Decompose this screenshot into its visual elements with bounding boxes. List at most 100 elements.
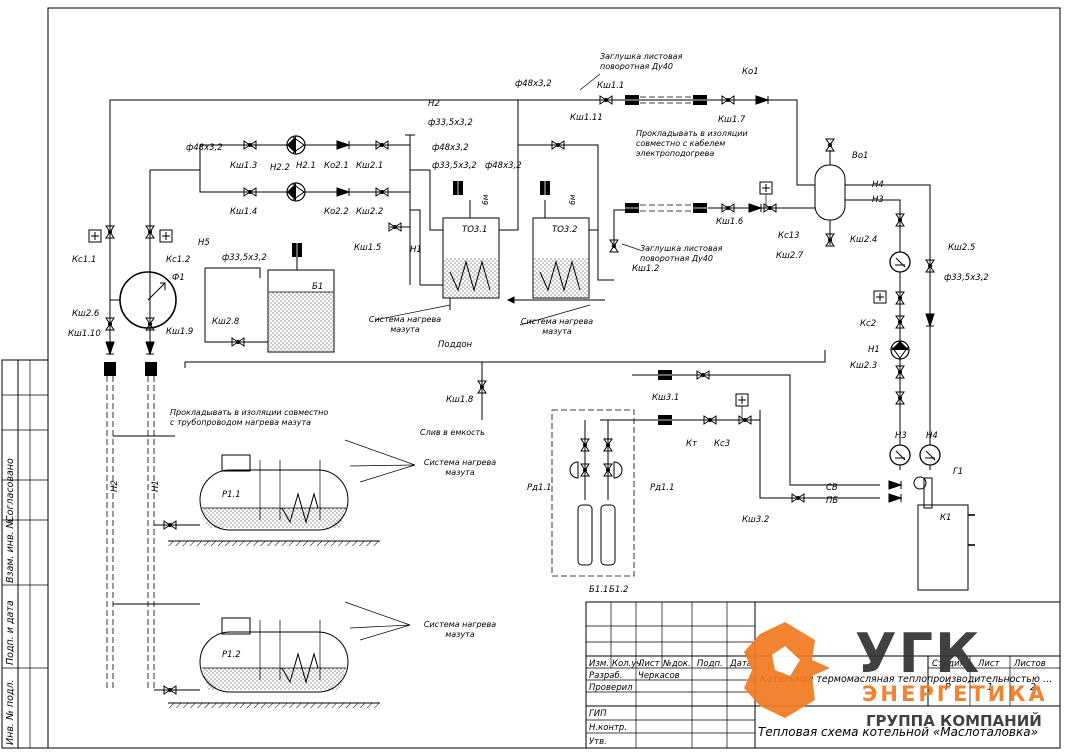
rev-koluch: Кол.уч. [612,659,644,669]
side-label-inv: Инв. № подл. [5,679,16,745]
tag-ks2: Кс2 [860,319,876,329]
tag-ksh21: Кш2.1 [356,161,383,171]
tag-ko21: Ко2.1 [324,161,349,171]
tag-ksh17: Кш1.7 [718,115,746,125]
tag-ksh24: Кш2.4 [850,235,877,245]
logo-line2: ГРУППА КОМПАНИЙ [866,711,1042,730]
logo-mark: УГК [855,622,981,685]
tag-r12: Р1.2 [222,650,241,660]
tag-ksh19: Кш1.9 [166,327,193,337]
pipe-335-2: ф33,5х3,2 [432,161,477,171]
tag-ksh14: Кш1.4 [230,207,257,217]
tag-ksh111: Кш1.11 [570,113,603,123]
tag-ksh28: Кш2.8 [212,317,240,327]
boiler-k1 [917,504,969,591]
tag-n22: Н2.2 [270,163,290,173]
sheet-title: Тепловая схема котельной «Маслоталовка» [758,725,1038,739]
tag-ksh11: Кш1.1 [597,81,624,91]
pipe-48-tanks: ф48х3,2 [485,161,522,171]
dim-6m-2: 6м [568,194,577,205]
tag-ks12: Кс1.2 [166,255,190,265]
pipe-48-top: ф48х3,2 [515,79,552,89]
tag-b1: Б1 [312,282,323,292]
tank-p11 [199,469,349,531]
sheet-value: 1 [987,682,993,693]
tag-ksh26: Кш2.6 [72,309,100,319]
pipe-335-right: ф33,5х3,2 [944,273,989,283]
role-checker: Проверил [589,683,633,693]
stage-value: Р [945,682,951,693]
tag-ksh22: Кш2.2 [356,207,383,217]
pipe-335-3: ф33,5х3,2 [222,253,267,263]
tag-ksh13: Кш1.3 [230,161,257,171]
object-title: Котельная термомасляная теплопроизводите… [760,674,1052,685]
tag-ko22: Ко2.2 [324,207,349,217]
tag-kt: Кт [686,439,698,449]
title-block: Изм. Кол.уч. Лист №док. Подп. Дата Разра… [585,601,1061,749]
pipe-n1-down: Н1 [151,480,161,492]
tag-ks13: Кс13 [778,231,800,241]
tag-rd11-right: Рд1.1 [650,483,675,493]
tag-b12: Б1.2 [609,585,628,595]
pipe-n3-bottom: Н3 [895,431,907,441]
developer-name: Черкасов [638,671,680,681]
tag-ksh18: Кш1.8 [446,395,474,405]
tag-b11: Б1.1 [589,585,608,595]
tag-n21: Н2.1 [296,161,316,171]
pipe-sv: СВ [826,483,838,493]
note-plug-top: Заглушка листовая поворотная Ду40 [600,52,683,71]
stage-header: Стадия [932,659,965,669]
note-heat-1: Система нагрева мазута [368,315,442,334]
tag-to32: ТО3.2 [552,225,577,235]
pipe-n2: Н2 [428,99,440,109]
tag-rd11-left: Рд1.1 [527,483,552,493]
note-heat-2: Система нагрева мазута [520,317,594,336]
pipe-n2-down: Н2 [110,480,120,492]
rev-date: Дата [729,659,752,669]
tag-vo1: Во1 [852,151,868,161]
side-label-sign-date: Подп. и дата [5,600,16,665]
sheets-header: Листов [1013,659,1046,669]
side-stamp: Согласовано Взам. инв. № Подп. и дата Ин… [1,359,49,749]
pipeline-network [88,73,975,708]
tag-k1: К1 [940,513,951,523]
gas-bottle-cabinet [551,409,635,577]
tag-ksh12: Кш1.2 [632,264,659,274]
tank-p12 [199,631,349,693]
sheets-value: 2 [1030,682,1036,693]
note-heat-4: Система нагрева мазута [423,620,497,639]
company-logo: УГК ЭНЕРГЕТИКА ГРУППА КОМПАНИЙ [744,622,1048,730]
role-developer: Разраб. [589,671,622,681]
tag-ko1: Ко1 [742,67,759,77]
air-separator-vo1 [814,164,846,221]
note-plug-bottom: Заглушка листовая поворотная Ду40 [640,244,723,263]
tag-h1: Н1 [868,345,880,355]
pipe-335-1: ф33,5х3,2 [428,118,473,128]
rev-izm: Изм. [589,659,609,669]
pipe-pb: ПБ [826,496,838,506]
note-heat-3: Система нагрева мазута [423,458,497,477]
equipment-tags: Кш1.1 Ко1 Кш1.7 Кш1.11 Кш1.3 Н2.1 Ко2.1 … [68,67,975,660]
tag-ksh32: Кш3.2 [742,515,769,525]
pipe-labels: ф48х3,2 Н2 ф48х3,2 ф33,5х3,2 ф48х3,2 ф33… [110,79,989,506]
tag-ks3: Кс3 [714,439,730,449]
rev-sign: Подп. [697,659,723,669]
tag-to31: ТО3.1 [462,225,487,235]
tank-b1 [267,269,335,353]
role-approve: Утв. [589,737,607,747]
logo-line1: ЭНЕРГЕТИКА [862,682,1048,706]
notes: Заглушка листовая поворотная Ду40 Прокла… [170,52,748,639]
tag-ksh15: Кш1.5 [354,243,381,253]
tag-ksh25: Кш2.5 [948,243,975,253]
rev-doc: №док. [662,659,691,669]
side-label-replace: Взам. инв. № [5,518,16,583]
tag-ks11: Кс1.1 [72,255,96,265]
note-drain: Слив в емкость [420,428,485,437]
tag-ksh31: Кш3.1 [652,393,679,403]
pipe-48-mid: ф48х3,2 [432,143,469,153]
note-pan: Поддон [438,340,473,350]
tag-ksh23: Кш2.3 [850,361,877,371]
sheet-header: Лист [977,659,1001,669]
dim-6m-1: 6м [481,194,490,205]
